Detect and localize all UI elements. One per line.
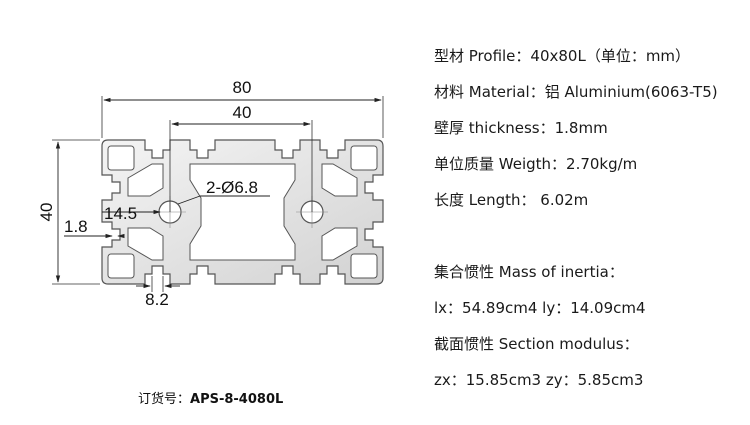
dimension-slot-width: 8.2: [136, 276, 180, 309]
dimension-slot-width-label: 8.2: [145, 290, 169, 309]
spec-material: 材料 Material：铝 Aluminium(6063-T5): [434, 83, 718, 101]
dimension-height-label: 40: [37, 203, 56, 222]
order-number: 订货号：APS-8-4080L: [138, 388, 283, 407]
dimension-holes: 2-Ø6.8: [177, 178, 270, 205]
spec-length: 长度 Length： 6.02m: [434, 191, 589, 209]
dimension-height: 40: [37, 139, 100, 285]
dimension-width: 80: [101, 78, 384, 138]
profile-drawing: 80 40 40 2-Ø6.8 14.5 1.8 8.2: [37, 78, 384, 309]
dimension-width-label: 80: [233, 78, 252, 97]
spec-modulus-values: zx：15.85cm3 zy：5.85cm3: [434, 371, 644, 389]
order-number-code: APS-8-4080L: [190, 392, 284, 407]
dimension-holes-label: 2-Ø6.8: [206, 178, 258, 197]
spec-modulus-title: 截面惯性 Section modulus：: [434, 335, 639, 353]
dimension-slot-spacing-label: 40: [233, 103, 252, 122]
spec-weight: 单位质量 Weigth：2.70kg/m: [434, 155, 638, 173]
order-number-label: 订货号：: [138, 392, 191, 407]
profile-section: [101, 139, 384, 285]
dimension-wall: 1.8: [64, 217, 125, 239]
spec-thickness: 壁厚 thickness：1.8mm: [434, 119, 608, 137]
spec-inertia-values: lx：54.89cm4 ly：14.09cm4: [434, 299, 646, 317]
dimension-slot-depth-label: 14.5: [104, 204, 137, 223]
spec-profile: 型材 Profile：40x80L（单位：mm）: [434, 47, 691, 65]
spec-inertia-title: 集合惯性 Mass of inertia：: [434, 263, 624, 281]
dimension-wall-label: 1.8: [64, 217, 88, 236]
dimension-slot-depth: 14.5: [102, 204, 161, 223]
dimension-slot-spacing: 40: [169, 103, 313, 212]
